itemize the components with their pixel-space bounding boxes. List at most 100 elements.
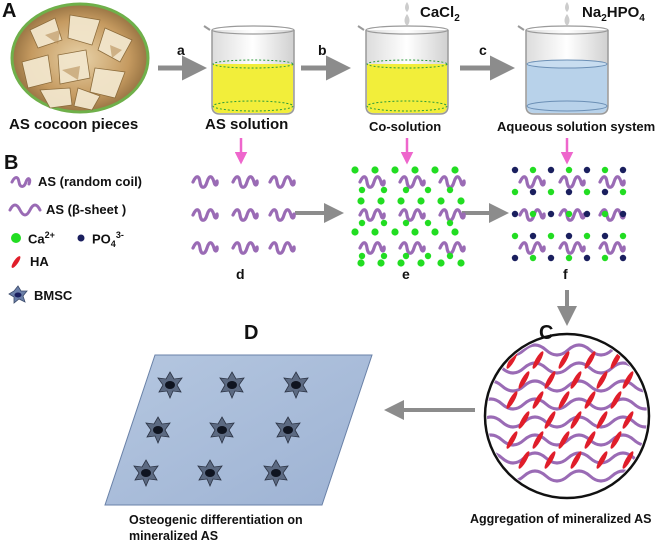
ca-ion: [583, 188, 591, 196]
ca-sup: 2+: [44, 230, 55, 240]
ca-ion: [424, 252, 432, 260]
po4-ion: [565, 188, 573, 196]
coil-molecule: [438, 175, 466, 189]
sub-label-e: e: [402, 266, 410, 282]
ca-ion: [451, 228, 459, 236]
osteogenic-plate: [104, 354, 373, 506]
beta-sheet-strand: [487, 361, 647, 375]
ca-ion: [377, 197, 385, 205]
ha-crystal: [506, 351, 518, 369]
po4-ion: [583, 166, 591, 174]
bmsc-cell-icon: [209, 416, 235, 445]
bmsc-cell-nucleus: [205, 469, 215, 477]
po4-text: PO: [92, 231, 111, 247]
beaker-aqueous-solution: [517, 25, 609, 115]
ca-ion: [411, 166, 419, 174]
legend-po4-label: PO43-: [92, 230, 124, 249]
ha-crystal: [544, 411, 556, 429]
beta-sheet-strand: [487, 451, 647, 465]
ca-ion: [437, 259, 445, 267]
legend-random-coil-label: AS (random coil): [38, 174, 143, 189]
co-solution-grid: [351, 166, 466, 267]
legend-beta-sheet-icon: [8, 203, 42, 217]
legend-ha-label: HA: [30, 254, 49, 269]
po4-ion: [511, 210, 519, 218]
caption-osteogenic: Osteogenic differentiation on mineralize…: [129, 512, 303, 544]
coil-molecule: [438, 241, 466, 255]
bmsc-cell-nucleus: [217, 426, 227, 434]
ca-ion: [511, 188, 519, 196]
assembly-arrows: [295, 203, 577, 420]
ha-crystal: [544, 371, 556, 389]
ca-ion: [431, 228, 439, 236]
ha-crystal: [596, 371, 608, 389]
legend-ca-icon: [11, 233, 21, 243]
caption-osteogenic-line1: Osteogenic differentiation on: [129, 513, 303, 527]
ca-ion: [371, 228, 379, 236]
ha-crystal: [558, 431, 570, 449]
ha-crystal: [610, 351, 622, 369]
ca-ion: [397, 197, 405, 205]
ha-crystal: [610, 391, 622, 409]
aggregation-circle: [483, 332, 651, 500]
caption-co-solution: Co-solution: [369, 119, 442, 134]
bmsc-cell-nucleus: [227, 381, 237, 389]
coil-molecule: [231, 241, 259, 255]
coil-molecule: [268, 241, 296, 255]
coil-molecule: [558, 208, 586, 222]
sub-label-d: d: [236, 266, 245, 282]
caption-osteogenic-line2: mineralized AS: [129, 529, 219, 543]
coil-molecule: [268, 208, 296, 222]
ca-ion: [391, 166, 399, 174]
ca-ion: [411, 228, 419, 236]
ca-ion: [529, 166, 537, 174]
bmsc-cell-icon: [157, 371, 183, 400]
ca-ion: [417, 259, 425, 267]
ca-ion: [601, 254, 609, 262]
ha-crystal: [584, 351, 596, 369]
po4-ion: [601, 232, 609, 240]
na-mid: HPO: [606, 4, 640, 21]
ca-ion: [529, 254, 537, 262]
po4-ion: [547, 210, 555, 218]
caption-cocoon-pieces: AS cocoon pieces: [9, 116, 139, 133]
po4-ion: [619, 254, 627, 262]
ca-ion: [397, 259, 405, 267]
cacl2-drops: [404, 2, 410, 26]
coil-molecule: [231, 208, 259, 222]
ha-crystal: [570, 451, 582, 469]
bmsc-cell-icon: [133, 459, 159, 488]
po4-ion: [511, 254, 519, 262]
beaker-co-solution: [357, 25, 449, 115]
ca-ion: [601, 210, 609, 218]
ha-crystal: [610, 431, 622, 449]
ha-crystal: [506, 431, 518, 449]
ca-ion: [601, 166, 609, 174]
ha-crystal: [532, 391, 544, 409]
ha-crystal: [532, 431, 544, 449]
ha-crystal: [518, 451, 530, 469]
coil-molecule: [191, 208, 219, 222]
sub-label-f: f: [563, 266, 568, 282]
ca-ion: [451, 166, 459, 174]
po4-ion: [583, 210, 591, 218]
po4-ion: [529, 232, 537, 240]
coil-molecule: [231, 175, 259, 189]
coil-molecule: [518, 175, 546, 189]
ca-ion: [446, 252, 454, 260]
legend-po4-icon: [77, 234, 85, 242]
coil-molecule: [191, 175, 219, 189]
ha-crystal: [622, 411, 634, 429]
bmsc-cell-nucleus: [291, 381, 301, 389]
ca-ion: [457, 259, 465, 267]
ca-ion: [619, 232, 627, 240]
ca-ion: [402, 219, 410, 227]
panel-letter-b: B: [4, 152, 19, 174]
ca-ion: [565, 166, 573, 174]
na-sub2: 4: [639, 13, 645, 24]
ha-crystal: [506, 391, 518, 409]
ca-ion: [357, 259, 365, 267]
bmsc-cell-icon: [263, 459, 289, 488]
ca-ion: [565, 254, 573, 262]
